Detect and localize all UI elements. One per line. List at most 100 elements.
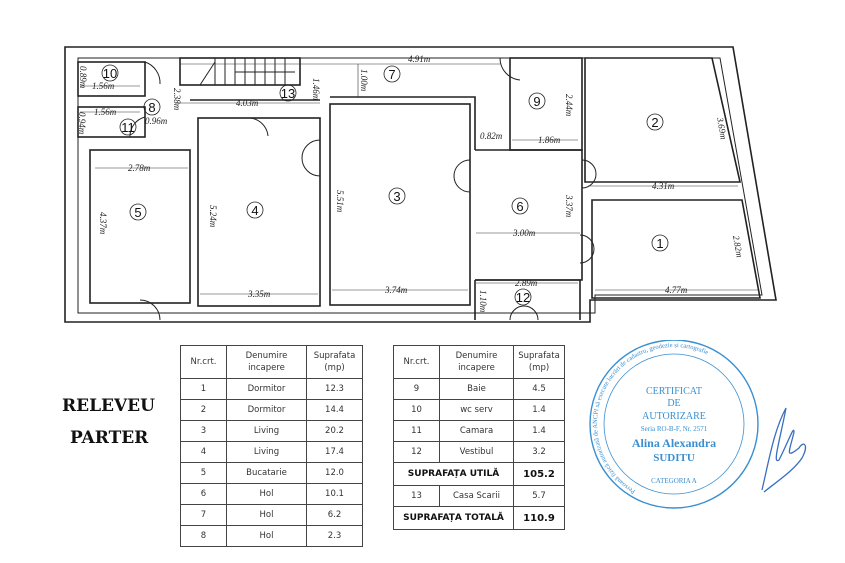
- dim-9-width: 1.86m: [538, 135, 561, 145]
- header-area-line1: Suprafata: [518, 351, 560, 361]
- dim-3-width: 3.74m: [384, 285, 408, 295]
- cell-nr: 13: [393, 485, 440, 507]
- cell-area: 3.2: [513, 441, 565, 463]
- dim-hall-gap: 0.82m: [480, 131, 503, 141]
- cell-nr: 1: [180, 378, 227, 400]
- room-4: 4: [251, 203, 258, 218]
- header-area-line2: (mp): [324, 363, 345, 373]
- rooms-table-right: Nr.crt. Denumire incapere Suprafata (mp) 9…: [393, 345, 565, 530]
- dim-10-height: 0.89m: [78, 66, 88, 89]
- header-name-line1: Denumire: [455, 351, 498, 361]
- cell-nr: 10: [393, 399, 440, 421]
- stamp-name2: SUDITU: [653, 452, 695, 464]
- dim-11-width: 1.56m: [94, 107, 117, 117]
- header-area-line1: Suprafata: [313, 351, 356, 361]
- table-header-row: Nr.crt. Denumire incapere Suprafata (mp): [393, 345, 565, 379]
- stamp-circle: [589, 340, 759, 509]
- cell-area: 12.3: [306, 378, 363, 400]
- stair-treads: [199, 58, 295, 86]
- cell-nr: 4: [180, 441, 227, 463]
- title-releveu: RELEVEU: [62, 396, 155, 416]
- cell-name: wc serv: [439, 399, 514, 421]
- suprafata-utila-value: 105.2: [513, 462, 565, 486]
- dim-1-width: 4.77m: [665, 285, 688, 295]
- cell-nr: 8: [180, 525, 227, 547]
- cell-area: 2.3: [306, 525, 363, 547]
- cell-area: 6.2: [306, 504, 363, 526]
- header-nr: Nr.crt.: [180, 345, 227, 379]
- header-area: Suprafata (mp): [513, 345, 565, 379]
- stamp-line3: AUTORIZARE: [642, 411, 706, 422]
- stamp-line2: DE: [667, 398, 680, 409]
- room-3: 3: [393, 189, 400, 204]
- header-area-line2: (mp): [528, 363, 550, 373]
- room-13: 13: [281, 86, 295, 101]
- dim-4-height: 5.24m: [208, 205, 218, 228]
- room-1: 1: [656, 236, 663, 251]
- dim-6-width: 3.00m: [512, 228, 536, 238]
- suprafata-utila-label: SUPRAFAȚA UTILĂ: [393, 462, 514, 486]
- dim-5-height: 4.37m: [98, 212, 108, 235]
- room-number-labels: [101, 64, 669, 306]
- signature: [761, 407, 807, 493]
- walls: [64, 46, 777, 323]
- cell-name: Living: [226, 420, 307, 442]
- dim-5-width: 2.78m: [128, 163, 151, 173]
- cell-nr: 11: [393, 420, 440, 442]
- cell-area: 4.5: [513, 378, 565, 400]
- dim-1-height: 2.82m: [731, 235, 745, 259]
- title-parter: PARTER: [70, 428, 149, 448]
- cell-name: Vestibul: [439, 441, 514, 463]
- cell-nr: 6: [180, 483, 227, 505]
- cell-nr: 5: [180, 462, 227, 484]
- header-name-line2: incapere: [458, 363, 495, 373]
- cell-area: 12.0: [306, 462, 363, 484]
- room-11: 11: [121, 120, 135, 135]
- cell-name: Dormitor: [226, 378, 307, 400]
- room-6: 6: [516, 199, 523, 214]
- cell-area: 14.4: [306, 399, 363, 421]
- dim-7-height: 1.00m: [359, 69, 369, 92]
- dim-2-height: 3.69m: [715, 116, 729, 141]
- cell-nr: 2: [180, 399, 227, 421]
- dim-4-width: 3.35m: [247, 289, 271, 299]
- dimensions: 1.56m 0.89m 1.56m 0.94m 0.96m 2.38m 4.03…: [77, 54, 745, 313]
- room-10: 10: [103, 66, 117, 81]
- room-numbers: 1 2 3 4 5 6 7 8 9 10 11 12 13: [103, 66, 664, 305]
- stamp-serial: Seria RO-B-F, Nr. 2571: [641, 425, 708, 433]
- cell-name: Camara: [439, 420, 514, 442]
- dim-9-height: 2.44m: [564, 94, 574, 117]
- dim-12-height: 1.10m: [478, 290, 488, 313]
- cell-area: 5.7: [513, 485, 565, 507]
- dim-12-width: 2.89m: [515, 278, 538, 288]
- cell-area: 10.1: [306, 483, 363, 505]
- header-area: Suprafata (mp): [306, 345, 363, 379]
- cell-nr: 7: [180, 504, 227, 526]
- cell-nr: 9: [393, 378, 440, 400]
- cell-name: Hol: [226, 483, 307, 505]
- header-name-line2: incapere: [248, 363, 285, 373]
- header-nr: Nr.crt.: [393, 345, 440, 379]
- room-9: 9: [533, 94, 540, 109]
- room-2: 2: [651, 115, 658, 130]
- cell-name: Living: [226, 441, 307, 463]
- floor-plan: 1 2 3 4 5 6 7 8 9 10 11 12 13 1.56m 0.89…: [64, 46, 777, 323]
- cell-area: 20.2: [306, 420, 363, 442]
- cell-nr: 3: [180, 420, 227, 442]
- cell-name: Bucatarie: [226, 462, 307, 484]
- stamp-name1: Alina Alexandra: [632, 436, 716, 450]
- cell-name: Hol: [226, 504, 307, 526]
